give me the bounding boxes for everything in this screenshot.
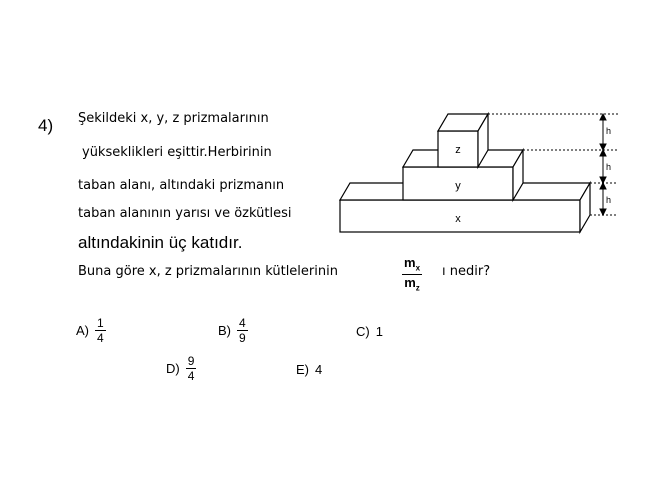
choice-c-value: 1 <box>375 324 383 339</box>
prism-stack-figure: z y x h h h <box>338 111 618 235</box>
choice-d-denominator: 4 <box>187 369 195 383</box>
prism-y-side <box>512 147 524 203</box>
question-line-3: taban alanı, altındaki prizmanın <box>78 178 285 193</box>
question-line-5: altındakinin üç katıdır. <box>78 233 243 252</box>
choice-b-fraction: 4 9 <box>237 317 248 344</box>
choice-d-numerator: 9 <box>185 354 197 369</box>
choice-a[interactable]: A) 1 4 <box>76 317 106 344</box>
ratio-den-sub: z <box>415 283 420 293</box>
question-ask: Buna göre x, z prizmalarının kütlelerini… <box>78 264 338 279</box>
choice-b[interactable]: B) 4 9 <box>218 317 248 344</box>
question-line-2: yükseklikleri eşittir.Herbirinin <box>82 145 272 160</box>
choice-e[interactable]: E) 4 <box>296 362 322 377</box>
height-label-3: h <box>606 195 611 205</box>
choice-c[interactable]: C) 1 <box>356 324 383 339</box>
mass-ratio: mx mz <box>402 255 423 293</box>
choice-d-letter: D) <box>166 361 180 376</box>
choice-b-letter: B) <box>218 323 231 338</box>
choice-a-letter: A) <box>76 323 89 338</box>
height-label-1: h <box>606 126 611 136</box>
choice-d-fraction: 9 4 <box>185 354 197 383</box>
ratio-den-main: m <box>404 274 416 290</box>
prism-z-label: z <box>455 144 461 156</box>
question-line-1: Şekildeki x, y, z prizmalarının <box>78 111 269 126</box>
choice-e-value: 4 <box>315 362 323 377</box>
question-line-4: taban alanının yarısı ve özkütlesi <box>78 206 292 221</box>
prism-x-front <box>339 199 581 233</box>
choice-b-denominator: 9 <box>239 331 246 345</box>
answer-choices: A) 1 4 B) 4 9 C) 1 D) 9 4 E) 4 <box>70 313 402 385</box>
choice-a-denominator: 4 <box>97 331 104 345</box>
question-ask-suffix: ı nedir? <box>442 264 491 279</box>
prism-z-side <box>477 111 489 170</box>
question-number: 4) <box>38 116 54 135</box>
choice-c-letter: C) <box>356 324 370 339</box>
choice-b-numerator: 4 <box>237 316 248 331</box>
ratio-num-sub: x <box>415 263 421 273</box>
prism-y-label: y <box>455 180 461 192</box>
choice-d[interactable]: D) 9 4 <box>166 354 197 383</box>
height-label-2: h <box>606 162 611 172</box>
choice-a-numerator: 1 <box>95 316 106 331</box>
choice-e-letter: E) <box>296 362 309 377</box>
ratio-num-main: m <box>404 255 416 270</box>
prism-x-label: x <box>455 213 461 225</box>
choice-a-fraction: 1 4 <box>95 317 106 344</box>
